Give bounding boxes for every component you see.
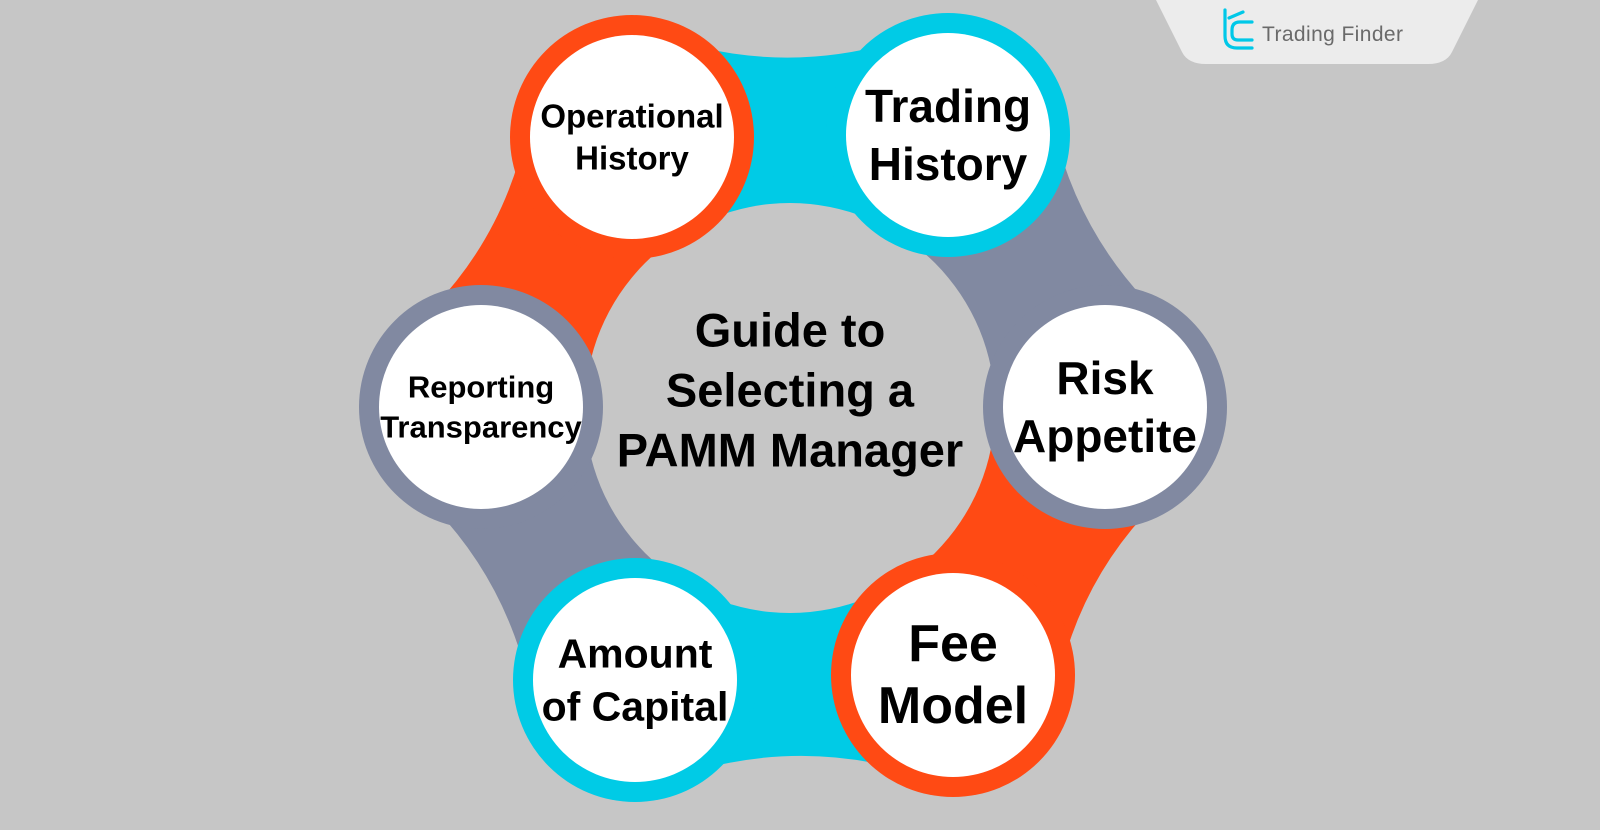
center-title-line: Selecting a [666, 364, 915, 417]
node-label-line: Risk [1056, 352, 1154, 404]
node-disc [530, 35, 734, 239]
node-label-line: Model [878, 677, 1028, 735]
node-layer: OperationalHistoryTradingHistoryRiskAppe… [359, 13, 1227, 802]
node-label-line: Transparency [380, 410, 582, 445]
center-title: Guide to Selecting a PAMM Manager [617, 304, 963, 477]
node-label-line: Reporting [408, 370, 554, 405]
brand-badge: Trading Finder [1156, 0, 1478, 64]
center-title-line: PAMM Manager [617, 424, 963, 477]
node-label-line: Trading [865, 80, 1031, 132]
center-background [585, 203, 995, 613]
node-label-line: History [575, 140, 689, 177]
center-area [585, 203, 995, 613]
node-disc [846, 33, 1050, 237]
node-label-line: Amount [558, 631, 713, 677]
tf-logo-icon [1223, 8, 1254, 50]
node-label-line: Fee [908, 615, 998, 673]
node-label-line: History [869, 138, 1028, 190]
brand-name: Trading Finder [1262, 23, 1403, 46]
node-disc [851, 573, 1055, 777]
node-label-line: Operational [540, 98, 723, 135]
node-amount-of-capital: Amount of Capital [513, 558, 757, 802]
node-label-line: of Capital [542, 684, 729, 730]
node-disc [1003, 305, 1207, 509]
node-disc [533, 578, 737, 782]
center-title-line: Guide to [695, 304, 886, 357]
node-disc [379, 305, 583, 509]
node-label-line: Appetite [1013, 410, 1197, 462]
